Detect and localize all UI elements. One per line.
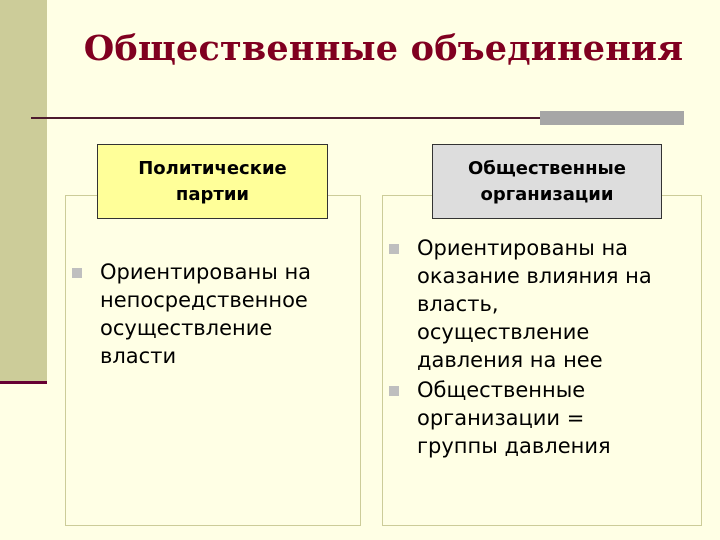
square-bullet-icon	[389, 386, 399, 396]
square-bullet-icon	[72, 268, 82, 278]
bullet-text-line: непосредственное	[100, 288, 308, 312]
public-organizations-bullet-list: Ориентированы на оказание влияния на вла…	[389, 234, 699, 460]
header-line: Политические	[138, 157, 287, 179]
bullet-item: Ориентированы на непосредственное осущес…	[72, 258, 356, 370]
bullet-text-line: Ориентированы на	[100, 260, 312, 284]
public-organizations-header: Общественные организации	[432, 144, 662, 219]
bullet-text-line: осуществление	[417, 320, 590, 344]
square-bullet-icon	[389, 244, 399, 254]
bullet-item: Ориентированы на оказание влияния на вла…	[389, 234, 699, 374]
bullet-text-line: Общественные	[417, 378, 586, 402]
political-parties-bullet-list: Ориентированы на непосредственное осущес…	[72, 258, 356, 370]
bullet-text-line: оказание влияния на	[417, 264, 652, 288]
bullet-text-line: группы давления	[417, 434, 611, 458]
public-organizations-panel	[382, 195, 702, 526]
bullet-text-line: давления на нее	[417, 348, 603, 372]
title-divider-accent	[540, 111, 684, 125]
header-line: Общественные	[467, 157, 627, 179]
bullet-text-line: власть,	[417, 292, 499, 316]
bullet-item: Общественные организации = группы давлен…	[389, 376, 699, 460]
political-parties-header: Политические партии	[97, 144, 328, 219]
slide-title: Общественные объединения	[83, 28, 684, 69]
political-parties-panel	[65, 195, 361, 526]
bullet-text-line: власти	[100, 344, 177, 368]
bullet-text-line: осуществление	[100, 316, 273, 340]
header-line: партии	[175, 183, 250, 205]
decorative-left-bar-underline	[0, 381, 47, 384]
bullet-text-line: организации =	[417, 406, 585, 430]
title-divider-line	[31, 117, 684, 119]
header-line: организации	[480, 183, 614, 205]
bullet-text-line: Ориентированы на	[417, 236, 629, 260]
decorative-left-bar	[0, 0, 47, 384]
